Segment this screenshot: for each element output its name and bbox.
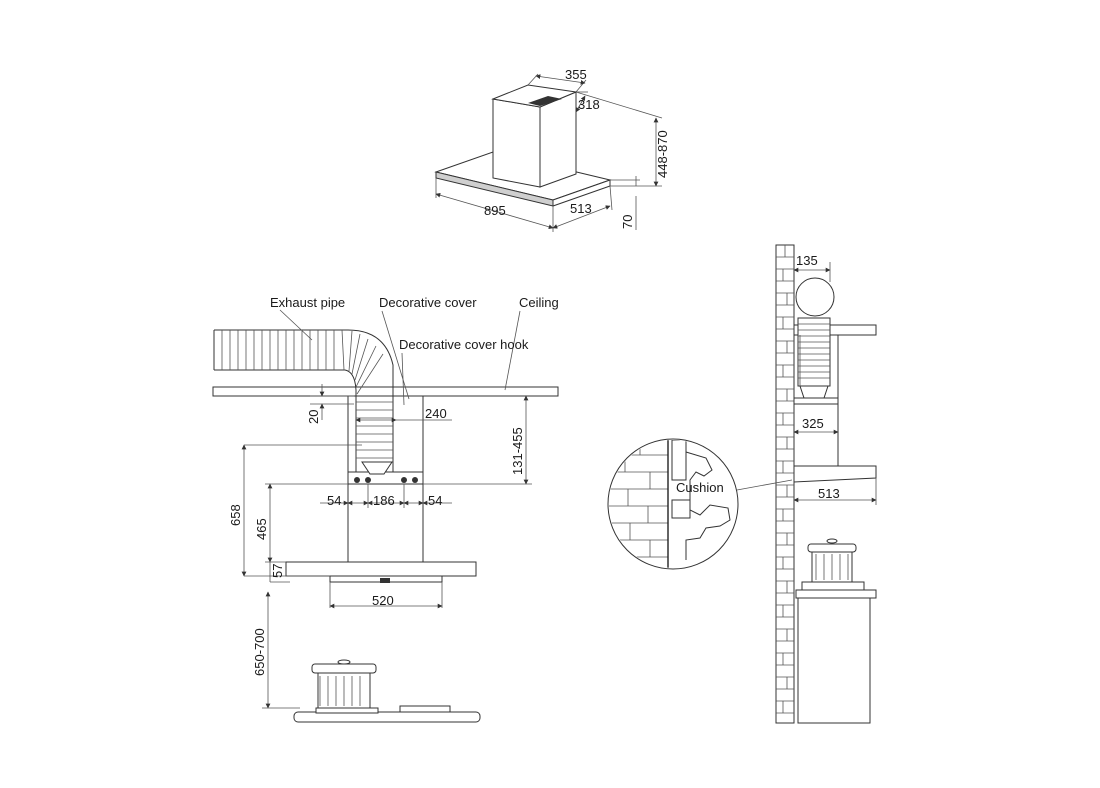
side-canopy <box>793 465 877 483</box>
dim-54-right: 54 <box>428 493 442 508</box>
dim-513-top: 513 <box>570 201 592 216</box>
dim-513-side: 513 <box>818 486 840 501</box>
dim-325: 325 <box>802 416 824 431</box>
burner-left <box>315 707 379 714</box>
side-pipe <box>797 317 831 387</box>
dim-135: 135 <box>796 253 818 268</box>
side-cabinet <box>797 597 871 724</box>
dim-70: 70 <box>620 215 635 229</box>
pipe-adapter <box>361 461 393 475</box>
label-exhaust-pipe: Exhaust pipe <box>270 295 345 310</box>
cooktop <box>293 711 481 723</box>
dim-895: 895 <box>484 203 506 218</box>
dim-650-700: 650-700 <box>252 628 267 676</box>
dim-20: 20 <box>306 410 321 424</box>
dim-318: 318 <box>578 97 600 112</box>
dim-240: 240 <box>425 406 447 421</box>
dim-54-left: 54 <box>327 493 341 508</box>
pipe-section <box>795 277 835 317</box>
side-ceiling <box>793 324 877 336</box>
side-bracket <box>793 397 839 405</box>
pot-lid <box>311 663 377 674</box>
chimney-front <box>492 98 541 188</box>
side-view: 135 325 513 <box>736 244 877 724</box>
mount-bracket <box>347 471 424 485</box>
detail-circle <box>607 438 739 570</box>
ceiling-slab <box>212 386 559 397</box>
dim-186: 186 <box>373 493 395 508</box>
dim-465: 465 <box>254 518 269 540</box>
burner-right <box>399 705 451 713</box>
cushion-detail: Cushion <box>607 438 739 570</box>
side-adapter <box>799 385 829 399</box>
top-isometric-view: 355 318 448-870 70 895 513 <box>434 67 670 232</box>
side-countertop <box>795 589 877 599</box>
dim-658: 658 <box>228 504 243 526</box>
dim-448-870: 448-870 <box>655 130 670 178</box>
dim-131-455: 131-455 <box>510 427 525 475</box>
label-decorative-cover-hook: Decorative cover hook <box>399 337 529 352</box>
dim-57: 57 <box>270 564 285 578</box>
chimney-opening <box>528 96 562 106</box>
label-cushion: Cushion <box>676 480 724 495</box>
label-ceiling: Ceiling <box>519 295 559 310</box>
label-decorative-cover: Decorative cover <box>379 295 477 310</box>
cushion-block <box>671 499 691 519</box>
front-view: Exhaust pipe Decorative cover Ceiling De… <box>212 295 559 723</box>
dim-355: 355 <box>565 67 587 82</box>
exhaust-pipe-drawing <box>213 329 394 474</box>
hood-canopy <box>285 561 477 577</box>
cooktop-with-pot <box>293 659 481 723</box>
chimney-side <box>539 91 577 188</box>
dim-520: 520 <box>372 593 394 608</box>
